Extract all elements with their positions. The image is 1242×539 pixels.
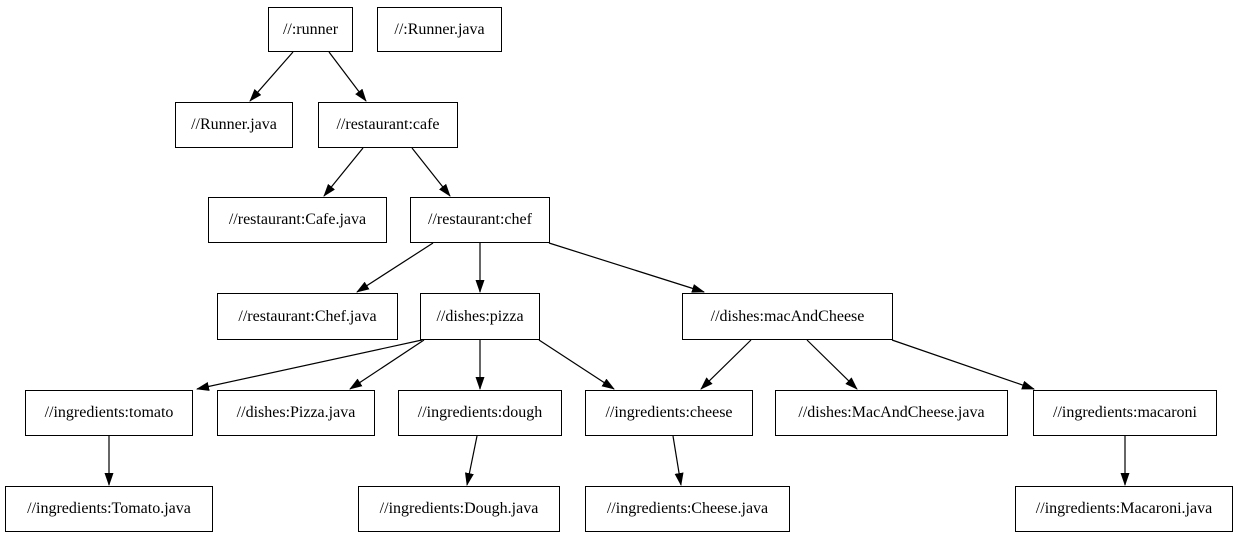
graph-node-tomato-java: //ingredients:Tomato.java [5,486,213,532]
graph-node-macaroni-java: //ingredients:Macaroni.java [1015,486,1233,532]
graph-node-label: //ingredients:Tomato.java [27,500,191,517]
graph-node-label: //ingredients:Macaroni.java [1035,500,1213,517]
edge-chef-to-chef-java [356,242,434,293]
graph-node-label: //ingredients:macaroni [1053,404,1197,421]
graph-node-label: //restaurant:cafe [336,116,440,133]
graph-node-pizza-java: //dishes:Pizza.java [217,390,375,436]
edge-pizza-to-tomato [196,339,423,391]
graph-node-label: //ingredients:Dough.java [379,500,539,517]
graph-node-label: //dishes:Pizza.java [236,404,356,421]
graph-node-pizza: //dishes:pizza [420,293,540,340]
graph-node-label: //dishes:MacAndCheese.java [798,404,985,421]
graph-node-mac-and-cheese-java: //dishes:MacAndCheese.java [775,390,1008,436]
edge-cafe-to-cafe-java [323,147,364,197]
graph-node-tomato: //ingredients:tomato [25,390,193,436]
graph-node-mac-and-cheese: //dishes:macAndCheese [682,293,893,340]
edge-pizza-to-cheese [538,339,615,390]
edge-runner-to-cafe [328,51,367,102]
edge-cheese-to-cheese-java [672,435,684,486]
graph-node-label: //restaurant:Chef.java [238,307,377,325]
graph-node-label: //:Runner.java [394,20,485,38]
graph-node-chef: //restaurant:chef [410,197,550,243]
edge-cafe-to-chef [411,147,451,197]
graph-node-runner: //:runner [268,7,353,52]
edge-mac-and-cheese-to-mac-and-cheese-java [806,339,858,390]
graph-node-label: //restaurant:chef [428,211,532,228]
graph-node-macaroni: //ingredients:macaroni [1033,390,1217,436]
edge-dough-to-dough-java [464,435,478,486]
graph-node-label: //restaurant:Cafe.java [228,211,367,228]
graph-node-label: //Runner.java [191,116,277,133]
graph-node-label: //:runner [282,20,339,38]
graph-node-label: //ingredients:Cheese.java [606,500,769,517]
graph-node-label: //ingredients:tomato [44,404,174,421]
graph-node-label: //dishes:macAndCheese [710,307,865,325]
edge-runner-to-runner-java [249,51,294,102]
graph-node-runner-java: //Runner.java [175,102,293,148]
graph-node-runner-java-file: //:Runner.java [377,7,502,52]
edge-mac-and-cheese-to-macaroni [891,339,1035,390]
graph-node-label: //ingredients:cheese [605,404,733,421]
edge-mac-and-cheese-to-cheese [700,339,752,390]
graph-node-chef-java: //restaurant:Chef.java [217,293,398,340]
edge-pizza-to-pizza-java [349,339,425,390]
edge-chef-to-mac-and-cheese [548,242,705,293]
graph-node-cafe-java: //restaurant:Cafe.java [208,197,387,243]
graph-node-dough-java: //ingredients:Dough.java [358,486,560,532]
graph-node-cheese: //ingredients:cheese [585,390,753,436]
graph-node-dough: //ingredients:dough [398,390,562,436]
graph-node-cheese-java: //ingredients:Cheese.java [585,486,790,532]
graph-node-label: //dishes:pizza [436,307,524,325]
graph-node-label: //ingredients:dough [417,404,543,421]
graph-node-cafe: //restaurant:cafe [318,102,458,148]
